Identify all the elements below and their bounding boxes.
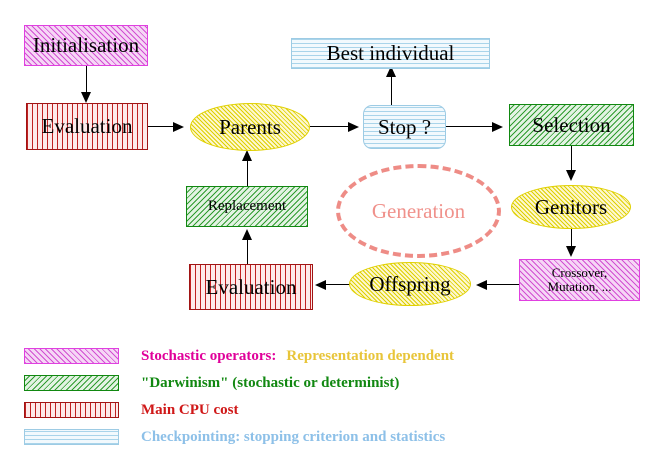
node-crossover-mutation[interactable]: Crossover, Mutation, ... [519, 259, 640, 301]
node-evaluation-top[interactable]: Evaluation [26, 103, 148, 150]
node-evaluation-bottom[interactable]: Evaluation [189, 264, 313, 310]
legend-label-representation-dependent: Representation dependent [286, 347, 455, 364]
legend-swatch-blue-hatch [24, 429, 119, 445]
edge-crossover-to-offspring-arrowhead [476, 280, 487, 290]
node-selection-label: Selection [532, 112, 611, 137]
edge-stop-to-selection [446, 126, 494, 127]
node-generation: Generation [336, 164, 501, 258]
edge-stop-to-best-individual-arrowhead [386, 66, 396, 77]
legend-row-checkpointing: Checkpointing: stopping criterion and st… [24, 427, 445, 447]
node-selection[interactable]: Selection [509, 104, 634, 146]
edge-genitors-to-crossover [571, 229, 572, 249]
edge-stop-to-best-individual [391, 73, 392, 105]
node-initialisation[interactable]: Initialisation [24, 25, 148, 66]
node-replacement[interactable]: Replacement [186, 186, 308, 227]
legend-label-darwinism: "Darwinism" (stochastic or determinist) [141, 374, 400, 391]
node-best-individual-label: Best individual [326, 41, 455, 66]
node-crossover-line1: Crossover, [551, 265, 608, 281]
node-parents-label: Parents [219, 114, 281, 139]
legend-label-stochastic: Stochastic operators: Representation depe… [141, 348, 454, 365]
node-offspring[interactable]: Offspring [349, 262, 471, 306]
legend-label-checkpointing: Checkpointing: stopping criterion and st… [141, 428, 446, 445]
legend: Stochastic operators: Representation depe… [0, 340, 662, 471]
legend-row-cpu-cost: Main CPU cost [24, 400, 239, 420]
node-parents[interactable]: Parents [190, 103, 310, 151]
edge-evaluation-to-replacement [247, 237, 248, 265]
legend-label-cpu-cost: Main CPU cost [141, 401, 239, 418]
node-replacement-label: Replacement [207, 197, 287, 214]
legend-row-stochastic: Stochastic operators: Representation depe… [24, 346, 454, 366]
edge-evaluation-to-parents-arrowhead [173, 122, 184, 132]
edge-selection-to-genitors [571, 146, 572, 173]
legend-swatch-magenta-hatch [24, 348, 119, 364]
node-evaluation-bottom-label: Evaluation [205, 274, 297, 299]
edge-initialisation-to-evaluation [86, 66, 87, 96]
node-evaluation-top-label: Evaluation [41, 114, 133, 139]
node-best-individual[interactable]: Best individual [291, 38, 490, 69]
legend-label-stochastic-text: Stochastic operators: [141, 347, 277, 364]
legend-swatch-red-hatch [24, 402, 119, 418]
node-generation-label: Generation [371, 198, 466, 223]
edge-genitors-to-crossover-arrowhead [566, 246, 576, 257]
node-stop-label: Stop ? [377, 114, 432, 139]
edge-replacement-to-parents [247, 158, 248, 186]
edge-stop-to-selection-arrowhead [492, 122, 503, 132]
edge-crossover-to-offspring [485, 284, 520, 285]
node-initialisation-label: Initialisation [32, 33, 140, 58]
legend-row-darwinism: "Darwinism" (stochastic or determinist) [24, 373, 399, 393]
node-genitors-label: Genitors [534, 194, 608, 219]
node-crossover-line2: Mutation, ... [547, 279, 612, 294]
edge-offspring-to-evaluation [326, 284, 351, 285]
edge-evaluation-to-replacement-arrowhead [242, 229, 252, 240]
edge-evaluation-to-parents [148, 126, 178, 127]
legend-swatch-green-hatch [24, 375, 119, 391]
edge-parents-to-stop-arrowhead [348, 122, 359, 132]
edge-parents-to-stop [310, 126, 352, 127]
node-genitors[interactable]: Genitors [511, 185, 631, 229]
node-offspring-label: Offspring [369, 271, 451, 296]
edge-initialisation-to-evaluation-arrowhead [81, 92, 91, 103]
edge-offspring-to-evaluation-arrowhead [315, 280, 326, 290]
edge-replacement-to-parents-arrowhead [242, 150, 252, 161]
node-stop[interactable]: Stop ? [363, 105, 446, 149]
edge-selection-to-genitors-arrowhead [566, 170, 576, 181]
